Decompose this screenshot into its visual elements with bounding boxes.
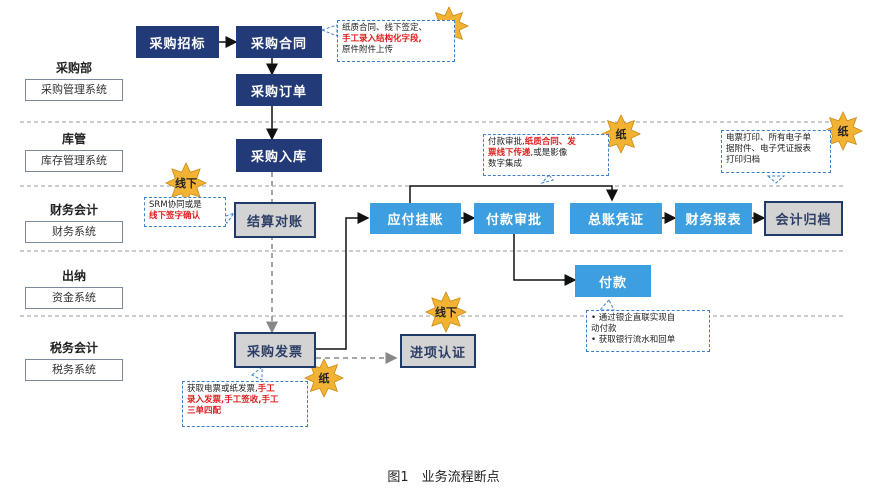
paper-badge-invoice-star xyxy=(304,358,344,398)
note-line: SRM协同或是 xyxy=(149,200,202,210)
offline-badge-verify-star xyxy=(425,291,467,333)
note-payment: • 通过银企直联实现自 动付款 • 获取银行流水和回单 xyxy=(586,310,710,352)
offline-badge-verify: 线下 xyxy=(435,305,457,319)
note-line: 纸质合同、线下签定、 xyxy=(342,23,428,33)
offline-badge-settlement: 线下 xyxy=(175,176,197,190)
note-line-highlight: 录入发票,手工签收,手工 xyxy=(187,395,279,405)
lane-system-label: 税务系统 xyxy=(25,359,123,381)
node-purchase-bid[interactable]: 采购招标 xyxy=(136,26,219,58)
node-payment[interactable]: 付款 xyxy=(575,265,651,297)
note-line: 电票打印、所有电子单 xyxy=(726,133,812,143)
lane-dept-label: 出纳 xyxy=(61,269,86,283)
lane-tax-accounting: 税务会计 税务系统 xyxy=(25,340,123,381)
paper-badge-approval-star xyxy=(601,114,641,154)
flow-arrows xyxy=(219,36,766,350)
lane-purchasing: 采购部 采购管理系统 xyxy=(25,60,123,101)
note-line: 打印归档 xyxy=(726,155,761,165)
lane-dept-label: 税务会计 xyxy=(49,341,98,355)
paper-badge-archive: 纸 xyxy=(838,124,849,138)
note-approval: 付款审批,纸质合同、发 票线下传递,或是影像 数字集成 xyxy=(483,134,609,176)
lane-warehouse: 库管 库存管理系统 xyxy=(25,131,123,172)
note-archive: 电票打印、所有电子单 据附件、电子凭证报表 打印归档 xyxy=(721,130,831,173)
note-text: 获取电票或纸发票, xyxy=(187,384,258,394)
paper-badge-approval: 纸 xyxy=(616,127,627,141)
note-contract: 纸质合同、线下签定、 手工录入结构化字段, 原件附件上传 xyxy=(337,20,455,62)
node-payment-approval[interactable]: 付款审批 xyxy=(474,203,554,234)
node-purchase-order[interactable]: 采购订单 xyxy=(236,74,322,106)
lane-financial-accounting: 财务会计 财务系统 xyxy=(25,202,123,243)
note-line-highlight: 三单四配 xyxy=(187,406,222,416)
lane-system-label: 资金系统 xyxy=(25,287,123,309)
note-invoice: 获取电票或纸发票,手工 录入发票,手工签收,手工 三单四配 xyxy=(182,381,308,427)
note-line: 据附件、电子凭证报表 xyxy=(726,144,812,154)
node-payable[interactable]: 应付挂账 xyxy=(370,203,461,234)
note-line: 付款审批,纸质合同、发 xyxy=(488,137,604,148)
note-line-highlight: 手工录入结构化字段, xyxy=(342,34,422,44)
lane-dept-label: 库管 xyxy=(61,132,86,146)
node-financial-report[interactable]: 财务报表 xyxy=(675,203,752,234)
node-settlement[interactable]: 结算对账 xyxy=(234,202,316,238)
node-warehouse-in[interactable]: 采购入库 xyxy=(236,139,322,172)
note-line: 获取电票或纸发票,手工 xyxy=(187,384,303,395)
lane-system-label: 采购管理系统 xyxy=(25,79,123,101)
note-text-highlight: 纸质合同、发 xyxy=(524,137,576,147)
note-line-highlight: 线下签字确认 xyxy=(149,211,201,221)
lane-cashier: 出纳 资金系统 xyxy=(25,268,123,309)
dashed-arrows xyxy=(266,172,398,364)
figure-caption: 图1 业务流程断点 xyxy=(387,470,500,485)
node-accounting-archive[interactable]: 会计归档 xyxy=(764,201,843,236)
note-text-highlight: 票线下传递 xyxy=(488,148,531,158)
note-text: 付款审批, xyxy=(488,137,525,147)
note-line: 动付款 xyxy=(591,324,617,334)
lane-dept-label: 采购部 xyxy=(55,61,92,75)
node-purchase-contract[interactable]: 采购合同 xyxy=(236,26,322,58)
note-text: ,或是影像 xyxy=(530,148,568,158)
note-line: • 获取银行流水和回单 xyxy=(591,335,676,345)
note-line: 票线下传递,或是影像 xyxy=(488,148,604,159)
note-text-highlight: 手工 xyxy=(257,384,275,394)
note-line: 数字集成 xyxy=(488,159,523,169)
node-gl-voucher[interactable]: 总账凭证 xyxy=(570,203,662,234)
note-line: • 通过银企直联实现自 xyxy=(591,313,676,323)
paper-badge-invoice: 纸 xyxy=(319,371,330,385)
lane-system-label: 财务系统 xyxy=(25,221,123,243)
note-srm: SRM协同或是 线下签字确认 xyxy=(144,197,226,227)
lane-system-label: 库存管理系统 xyxy=(25,150,123,172)
paper-badge-archive-star xyxy=(823,111,863,151)
node-purchase-invoice[interactable]: 采购发票 xyxy=(234,332,316,368)
lane-dept-label: 财务会计 xyxy=(49,203,98,217)
note-line: 原件附件上传 xyxy=(342,45,394,55)
node-input-verify[interactable]: 进项认证 xyxy=(400,334,476,368)
